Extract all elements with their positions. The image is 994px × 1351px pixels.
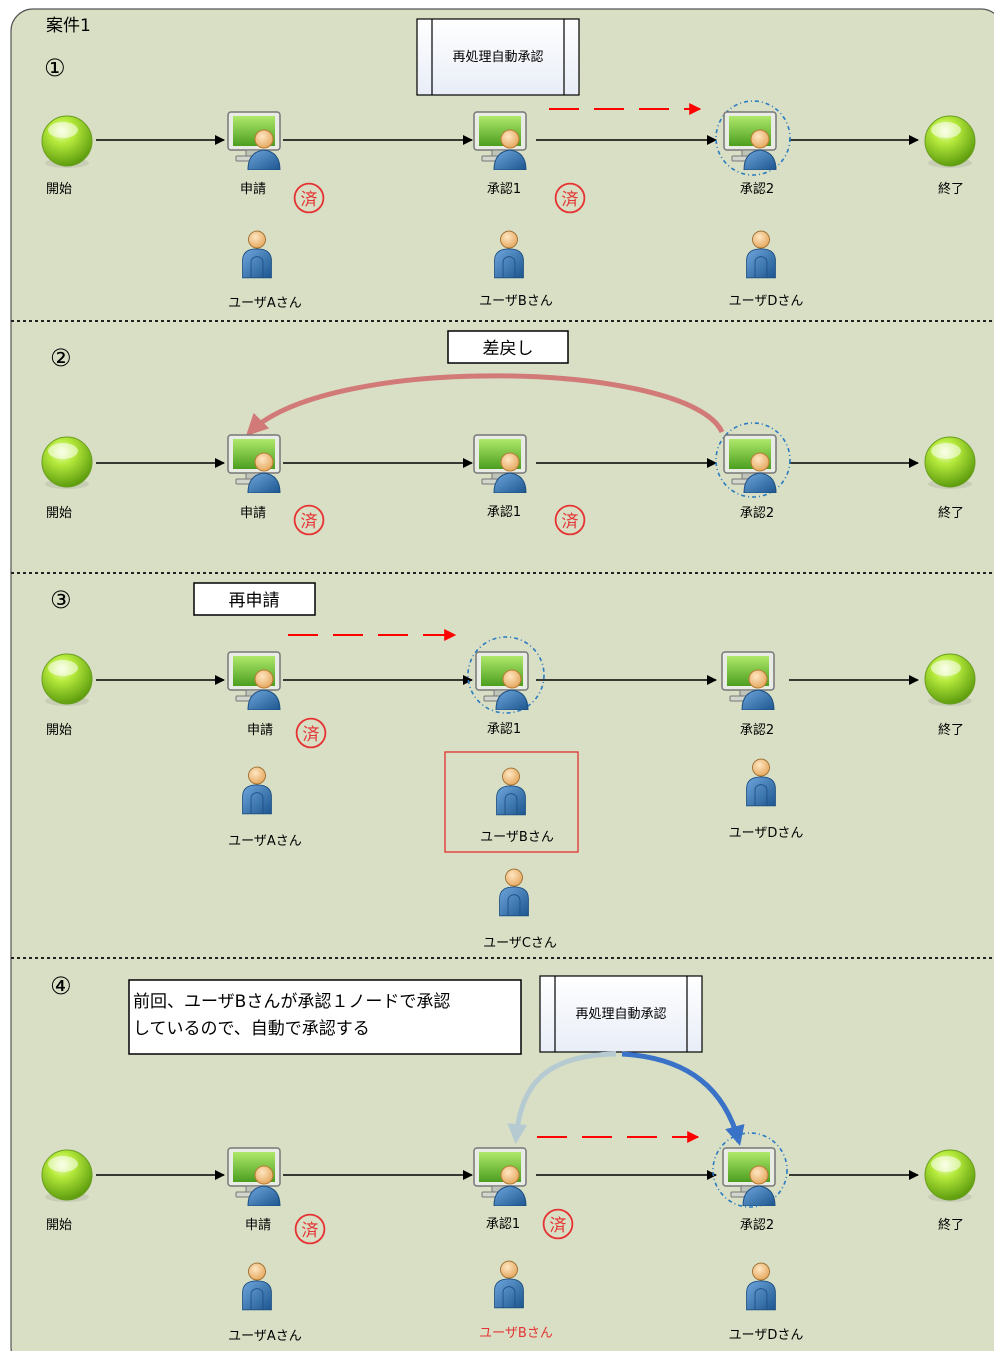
- end-node-icon: [924, 436, 976, 490]
- highlight-box: [444, 751, 579, 853]
- start-label: 開始: [46, 182, 72, 197]
- done-stamp: 済: [294, 1213, 326, 1245]
- apply-label: 申請: [247, 723, 273, 738]
- user-c-label: ユーザCさん: [483, 936, 557, 951]
- sendback-arrow: [245, 373, 725, 437]
- section-number: ②: [50, 344, 72, 372]
- user-d-label: ユーザDさん: [729, 826, 804, 841]
- approve2-label: 承認2: [740, 722, 774, 738]
- svg-text:差戻し: 差戻し: [483, 339, 534, 359]
- user-a-label: ユーザAさん: [228, 834, 302, 849]
- svg-text:済: 済: [550, 1216, 567, 1236]
- user-d-label: ユーザDさん: [729, 1328, 804, 1343]
- reapply-label-box: 再申請: [193, 582, 316, 616]
- svg-text:済: 済: [302, 1221, 319, 1241]
- auto-approve-arrow: [621, 1051, 745, 1146]
- approve2-label: 承認2: [740, 1217, 774, 1233]
- user-a-label: ユーザAさん: [228, 1329, 302, 1344]
- approve1-label: 承認1: [487, 181, 521, 197]
- done-stamp: 済: [295, 717, 327, 749]
- end-node-icon: [924, 115, 976, 169]
- apply-label: 申請: [245, 1218, 271, 1233]
- note-line-2: しているので、自動で承認する: [133, 1019, 370, 1039]
- note-box: 前回、ユーザBさんが承認１ノードで承認 しているので、自動で承認する: [128, 979, 522, 1055]
- done-stamp: 済: [293, 504, 325, 536]
- current-node-highlight: [467, 636, 545, 714]
- svg-text:再申請: 再申請: [229, 591, 280, 611]
- section-number: ③: [50, 586, 72, 614]
- start-label: 開始: [46, 723, 72, 738]
- user-a-label: ユーザAさん: [228, 296, 302, 311]
- section-2: ② 差戻し 開始 申請 承認1 承認2 終了 済 済: [41, 330, 976, 536]
- start-label: 開始: [46, 1218, 72, 1233]
- svg-text:済: 済: [303, 725, 320, 745]
- done-stamp: 済: [293, 182, 325, 214]
- start-node-icon: [41, 653, 93, 707]
- user-b-label: ユーザBさん: [479, 294, 553, 309]
- section-number: ①: [44, 54, 66, 82]
- svg-text:済: 済: [301, 190, 318, 210]
- done-stamp: 済: [554, 504, 586, 536]
- end-label: 終了: [938, 181, 964, 197]
- start-node-icon: [41, 115, 93, 169]
- svg-text:済: 済: [301, 512, 318, 532]
- start-node-icon: [41, 436, 93, 490]
- approve1-label: 承認1: [487, 504, 521, 520]
- process-box: 再処理自動承認: [539, 975, 703, 1053]
- approve1-label: 承認1: [486, 1216, 520, 1232]
- sendback-label-box: 差戻し: [447, 330, 569, 364]
- svg-text:済: 済: [562, 190, 579, 210]
- end-label: 終了: [938, 722, 964, 738]
- user-b-label-highlight: ユーザBさん: [479, 1326, 553, 1341]
- end-node-icon: [924, 653, 976, 707]
- section-1: ① 再処理自動承認 開始 申請 承認1 承認2 終了 済 済: [41, 18, 976, 311]
- user-d-label: ユーザDさん: [729, 294, 804, 309]
- end-label: 終了: [938, 505, 964, 521]
- user-b-label: ユーザBさん: [480, 830, 554, 845]
- process-box-label: 再処理自動承認: [575, 1006, 666, 1022]
- start-node-icon: [41, 1149, 93, 1203]
- section-3: ③ 再申請 開始 申請 承認1 承認2 終了 済 ユーザAさん ユーザBさん: [41, 582, 976, 951]
- apply-label: 申請: [240, 182, 266, 197]
- approve1-label: 承認1: [487, 721, 521, 737]
- case-title: 案件1: [46, 16, 91, 36]
- apply-label: 申請: [240, 506, 266, 521]
- process-box-label: 再処理自動承認: [452, 49, 543, 65]
- approve2-label: 承認2: [740, 181, 774, 197]
- current-node-highlight: [712, 1132, 788, 1208]
- current-node-highlight: [715, 422, 791, 498]
- svg-text:済: 済: [562, 512, 579, 532]
- end-label: 終了: [938, 1217, 964, 1233]
- section-number: ④: [50, 972, 72, 1000]
- note-line-1: 前回、ユーザBさんが承認１ノードで承認: [133, 992, 450, 1012]
- current-node-highlight: [715, 100, 791, 176]
- done-stamp: 済: [554, 182, 586, 214]
- start-label: 開始: [46, 506, 72, 521]
- auto-approve-prev-arrow: [507, 1051, 617, 1144]
- end-node-icon: [924, 1149, 976, 1203]
- section-4: ④ 前回、ユーザBさんが承認１ノードで承認 しているので、自動で承認する 再処理…: [41, 972, 976, 1344]
- done-stamp: 済: [542, 1208, 574, 1240]
- process-box: 再処理自動承認: [416, 18, 580, 96]
- approve2-label: 承認2: [740, 505, 774, 521]
